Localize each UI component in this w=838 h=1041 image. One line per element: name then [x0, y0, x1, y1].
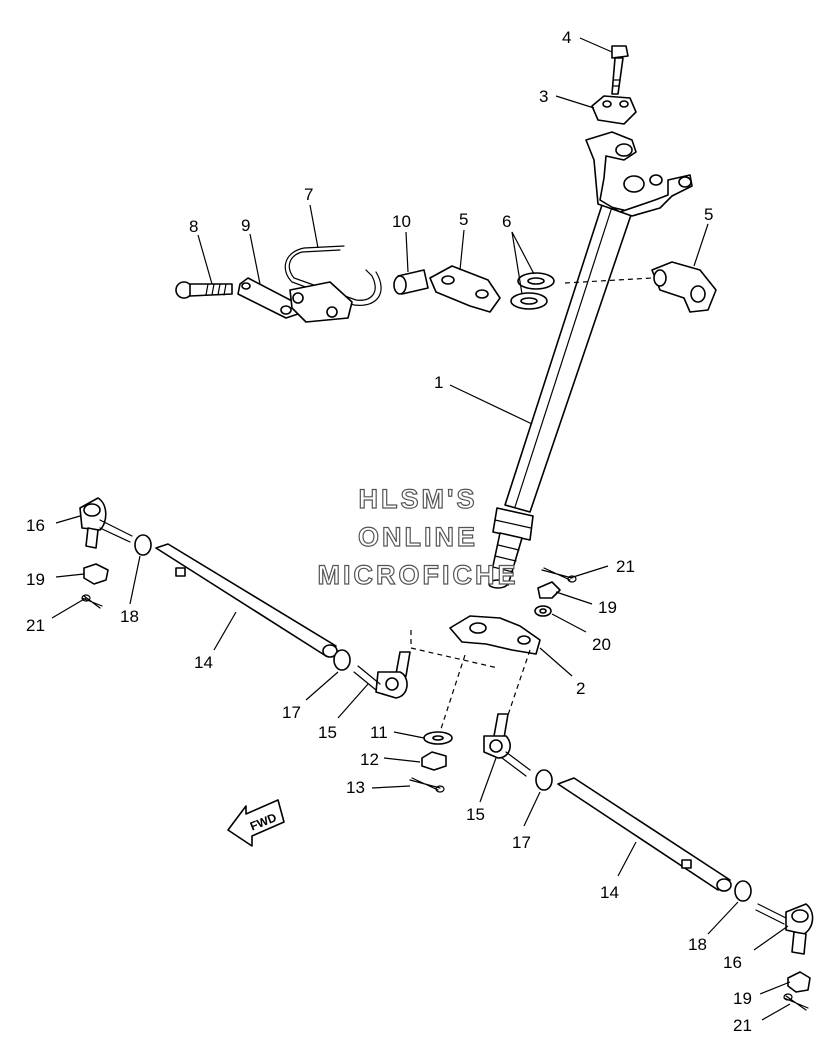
callout-18-right: 18 [688, 935, 707, 954]
callout-5-left: 5 [459, 210, 468, 229]
bolt-left [175, 281, 233, 299]
clamp-block [591, 95, 637, 125]
tie-rod-end-left-outer [79, 497, 133, 549]
tie-rod-right [557, 777, 732, 892]
callout-18-left: 18 [120, 607, 139, 626]
bushing-half-right [651, 261, 717, 313]
callout-16-right: 16 [723, 953, 742, 972]
callout-2: 2 [576, 679, 585, 698]
callout-19-mid: 19 [598, 598, 617, 617]
leader-lines [51, 37, 791, 1021]
nut-19-right [787, 971, 811, 993]
callout-17-left: 17 [282, 703, 301, 722]
pitman-arm [410, 615, 541, 733]
callout-4: 4 [562, 28, 571, 47]
column-bracket [585, 131, 693, 217]
nut-12 [421, 751, 447, 771]
arm-nut [534, 581, 561, 617]
tie-rod-end-right-outer [755, 903, 814, 955]
callout-8: 8 [189, 217, 198, 236]
seals [510, 272, 555, 310]
tie-rod-left [155, 543, 338, 658]
forward-direction-arrow: FWD [227, 799, 285, 847]
callout-14-right: 14 [600, 883, 619, 902]
callout-19-left: 19 [26, 570, 45, 589]
watermark: HLSM'S ONLINE MICROFICHE [317, 483, 519, 590]
watermark-line-2: ONLINE [358, 522, 478, 552]
tie-rod-end-right-inner [483, 713, 531, 777]
callout-19-right: 19 [733, 989, 752, 1008]
cotter-pin-right [783, 993, 809, 1011]
retainer-bracket [284, 245, 382, 323]
callout-13: 13 [346, 778, 365, 797]
callout-14-left: 14 [194, 653, 213, 672]
nut-17-left [333, 649, 351, 671]
callout-21-right: 21 [733, 1016, 752, 1035]
callout-5-right: 5 [704, 205, 713, 224]
callout-10: 10 [392, 212, 411, 231]
collar [393, 269, 429, 295]
watermark-line-1: HLSM'S [359, 484, 478, 514]
cotter-pin-top [541, 567, 577, 583]
nut-17-right [535, 769, 553, 791]
cotter-pin-13 [409, 777, 445, 793]
tie-rod-end-left-inner [353, 651, 411, 699]
callout-12: 12 [360, 750, 379, 769]
callout-9: 9 [241, 216, 250, 235]
nut-19-left [83, 563, 109, 585]
callout-16-left: 16 [26, 516, 45, 535]
nut-18-right [734, 880, 752, 902]
callout-6: 6 [502, 212, 511, 231]
callout-21-left: 21 [26, 616, 45, 635]
callout-15-left: 15 [318, 723, 337, 742]
callout-7: 7 [304, 185, 313, 204]
nut-18-left [134, 534, 152, 556]
steering-shaft [488, 204, 633, 589]
callout-15-right: 15 [466, 805, 485, 824]
callout-3: 3 [539, 87, 548, 106]
callout-11: 11 [370, 723, 388, 742]
bolt-top [611, 45, 629, 95]
callout-numbers: 4 3 7 8 9 10 5 6 5 1 16 19 21 18 14 17 1… [26, 28, 752, 1035]
callout-1: 1 [434, 373, 443, 392]
callout-17-right: 17 [512, 833, 531, 852]
bushing-half-left [429, 265, 501, 313]
cotter-pin-left [81, 594, 103, 609]
callout-21-mid: 21 [616, 557, 635, 576]
lock-plate [237, 277, 299, 319]
watermark-line-3: MICROFICHE [318, 560, 519, 590]
callout-20: 20 [592, 635, 611, 654]
